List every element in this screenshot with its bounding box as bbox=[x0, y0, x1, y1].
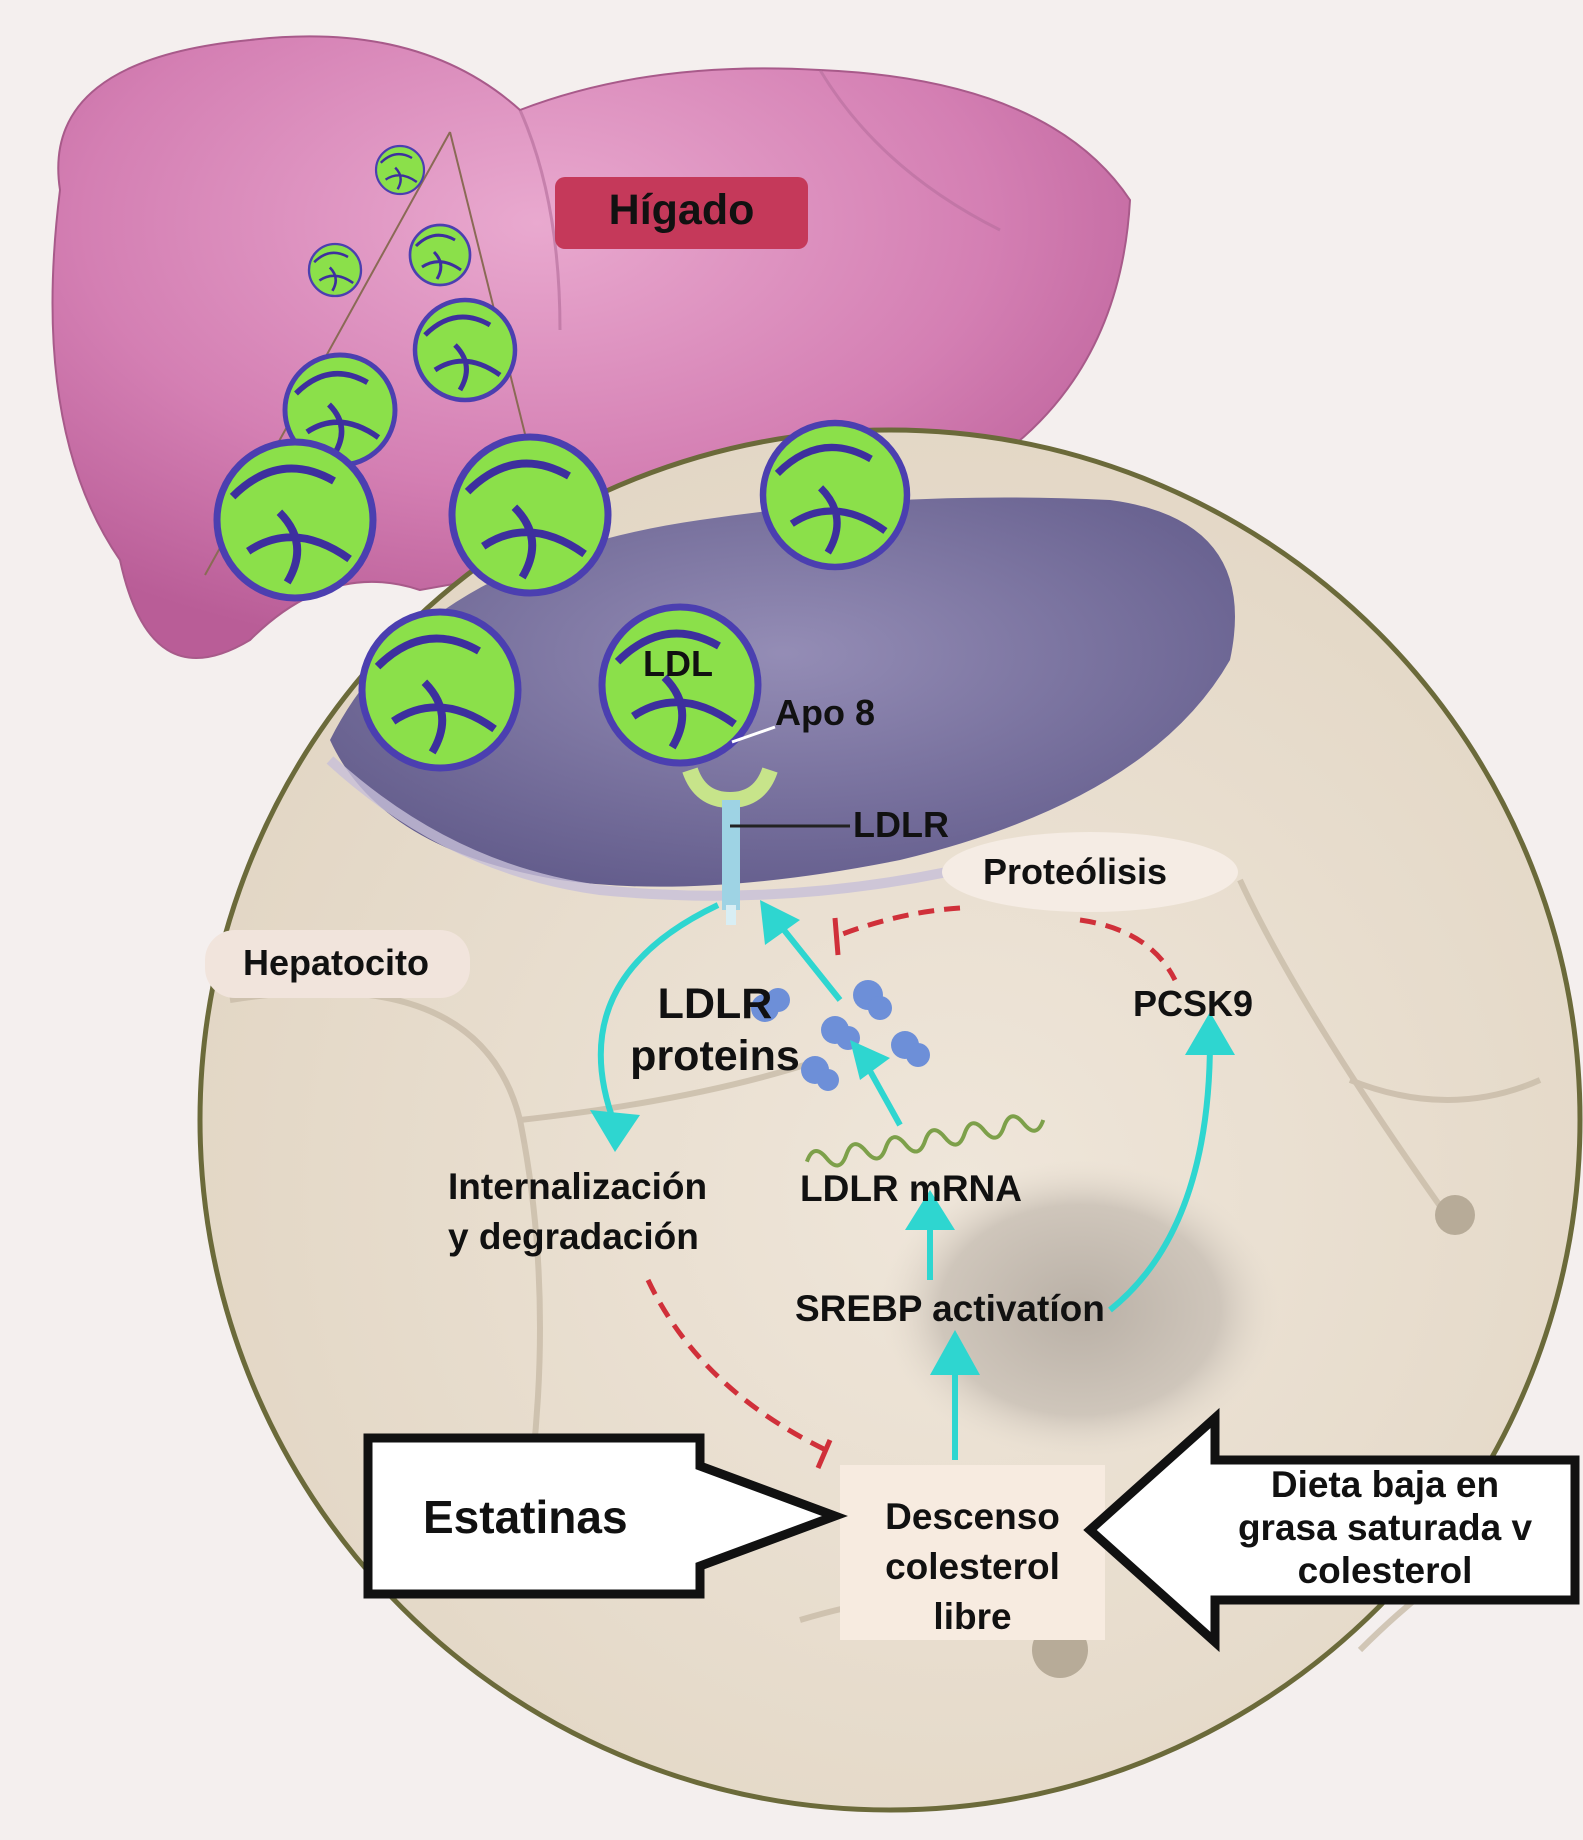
sinusoid-space bbox=[330, 497, 1235, 887]
apo-label: Apo 8 bbox=[775, 692, 876, 733]
inhibition-lines bbox=[645, 905, 1178, 1455]
statins-arrow bbox=[363, 1433, 848, 1599]
srebp-label: SREBP activatíon bbox=[795, 1288, 1105, 1329]
arrowheads bbox=[590, 900, 1235, 1375]
ldlr-label: LDLR bbox=[853, 804, 949, 845]
diet-line1: Dieta baja en bbox=[1270, 1464, 1500, 1505]
descenso-label: Descenso colesterol libre bbox=[840, 1492, 1105, 1642]
ldlr-proteins-line2: proteins bbox=[630, 1032, 800, 1080]
descenso-box bbox=[840, 1465, 1105, 1640]
descenso-line2: colesterol bbox=[885, 1546, 1060, 1587]
liver-badge bbox=[555, 177, 808, 249]
descenso-line3: libre bbox=[933, 1596, 1012, 1637]
internalization-line1: Internalización bbox=[448, 1166, 708, 1207]
activation-arrows bbox=[597, 902, 1213, 1460]
diet-arrow bbox=[1083, 1407, 1580, 1653]
mrna-helix bbox=[805, 1114, 1046, 1168]
diet-label: Dieta baja en grasa saturada v colestero… bbox=[1200, 1463, 1570, 1592]
hepatocyte-label: Hepatocito bbox=[243, 942, 430, 983]
statins-label: Estatinas bbox=[423, 1491, 628, 1543]
liver-label: Hígado bbox=[608, 186, 755, 234]
pcsk9-label: PCSK9 bbox=[1133, 983, 1254, 1024]
ldlr-proteins-line1: LDLR bbox=[657, 980, 773, 1028]
ldlr-mrna-label: LDLR mRNA bbox=[800, 1168, 1022, 1209]
ldl-label: LDL bbox=[643, 643, 713, 684]
internalization-label: Internalización y degradación bbox=[448, 1162, 707, 1262]
internalization-line2: y degradación bbox=[448, 1216, 699, 1257]
descenso-line1: Descenso bbox=[885, 1496, 1060, 1537]
diet-line2: grasa saturada v bbox=[1237, 1507, 1533, 1548]
proteolysis-bubble bbox=[942, 832, 1238, 912]
nucleus bbox=[880, 1160, 1280, 1460]
diet-line3: colesterol bbox=[1297, 1550, 1473, 1591]
proteolysis-label: Proteólisis bbox=[983, 851, 1168, 892]
ldlr-proteins-label: LDLR proteins bbox=[610, 978, 820, 1082]
